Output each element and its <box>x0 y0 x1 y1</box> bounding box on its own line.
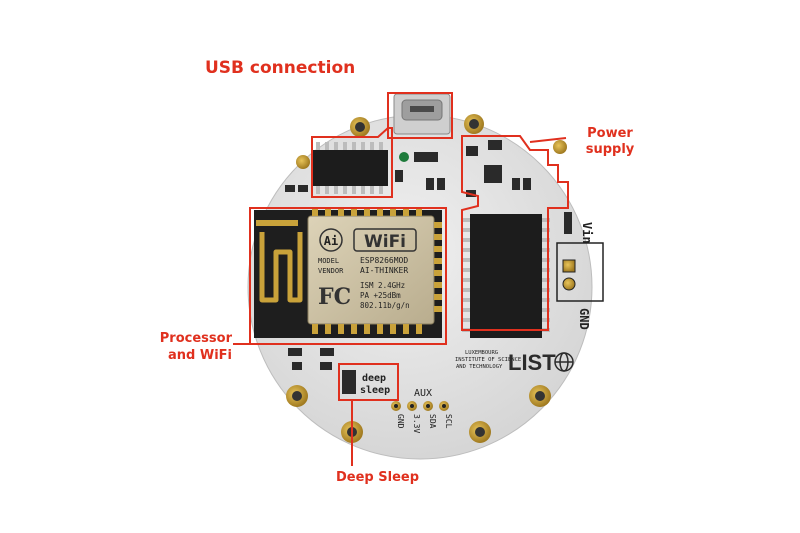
processor-callout-line-1: Processor <box>159 331 232 346</box>
standard-text: 802.11b/g/n <box>360 301 410 310</box>
pa-text: PA +25dBm <box>360 291 401 300</box>
pin-label-sda: SDA <box>428 414 437 429</box>
annotation-overlays <box>233 92 569 466</box>
aux-pin-labels: GND 3.3V SDA SCL <box>396 414 453 433</box>
processor-wifi-callout: Processor and WiFi <box>140 330 232 364</box>
institute-line-2: INSTITUTE OF SCIENCE <box>455 357 521 363</box>
main-power-ic <box>462 214 550 338</box>
pin-label-scl: SCL <box>444 414 453 429</box>
power-terminal <box>556 242 604 302</box>
model-value: ESP8266MOD <box>360 256 408 265</box>
vendor-value: AI-THINKER <box>360 266 408 275</box>
list-logo: LIST <box>508 350 556 375</box>
ai-logo-ring <box>319 228 343 252</box>
model-label: MODEL <box>318 257 339 265</box>
ism-text: ISM 2.4GHz <box>360 281 405 290</box>
usb-connector <box>393 93 451 135</box>
pin-label-3v3: 3.3V <box>412 414 421 433</box>
usb-uart-highlight-box <box>311 127 393 198</box>
deep-label: deep <box>362 373 386 384</box>
power-highlight-box <box>461 135 569 331</box>
processor-highlight-box <box>249 207 447 345</box>
deep-sleep-jumper <box>342 370 356 394</box>
wifi-logo-box <box>353 228 417 252</box>
institute-line-3: AND TECHNOLOGY <box>456 364 503 370</box>
fcc-logo: FC <box>318 284 351 310</box>
mounting-pads <box>286 114 567 443</box>
antenna-trace <box>259 232 303 303</box>
wifi-logo: WiFi <box>364 232 406 252</box>
esp8266-module: Ai WiFi MODEL VENDOR ESP8266MOD AI-THINK… <box>254 208 442 338</box>
gnd-label: GND <box>577 308 591 330</box>
institute-line-1: LUXEMBOURG <box>465 350 498 356</box>
status-led <box>399 152 409 162</box>
list-globe-icon <box>554 352 574 372</box>
aux-label: AUX <box>414 388 432 399</box>
sleep-label: sleep <box>360 385 390 396</box>
pin-label-gnd: GND <box>396 414 405 429</box>
processor-callout-line-2: and WiFi <box>168 348 232 363</box>
vin-label: Vin <box>580 222 594 244</box>
deep-sleep-highlight-box <box>338 363 399 401</box>
usb-connection-callout: USB connection <box>205 58 356 78</box>
ai-logo: Ai <box>324 234 338 248</box>
power-leader-line <box>529 137 567 143</box>
power-supply-callout: Power supply <box>570 126 650 158</box>
power-callout-line-1: Power <box>587 126 633 141</box>
usb-highlight-box <box>387 92 453 139</box>
usb-uart-chip <box>313 142 388 194</box>
vendor-label: VENDOR <box>318 267 344 275</box>
deep-sleep-callout: Deep Sleep <box>336 470 420 485</box>
aux-header-pads <box>391 401 449 411</box>
power-callout-line-2: supply <box>585 142 635 157</box>
